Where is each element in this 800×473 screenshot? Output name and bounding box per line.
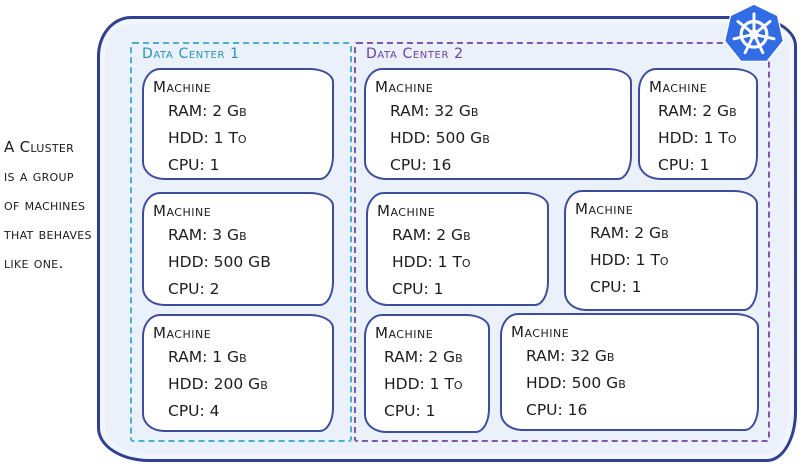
machine-title: Machine bbox=[375, 324, 434, 342]
machine-ram: RAM: 1 Gb bbox=[168, 348, 247, 366]
machine-card: Machine RAM: 2 Gb HDD: 1 To CPU: 1 bbox=[564, 190, 758, 311]
machine-hdd: HDD: 1 To bbox=[392, 253, 471, 271]
machine-hdd: HDD: 500 GB bbox=[168, 253, 271, 271]
machine-title: Machine bbox=[377, 202, 436, 220]
data-center-2-frame: Data Center 2 bbox=[354, 42, 770, 442]
machine-card: Machine RAM: 2 Gb HDD: 1 To CPU: 1 bbox=[366, 192, 549, 306]
machine-title: Machine bbox=[153, 78, 212, 96]
description-line: like one. bbox=[4, 254, 64, 272]
machine-card: Machine RAM: 32 Gb HDD: 500 Gb CPU: 16 bbox=[364, 68, 632, 180]
machine-ram: RAM: 32 Gb bbox=[526, 347, 615, 365]
machine-cpu: CPU: 16 bbox=[526, 401, 588, 419]
machine-hdd: HDD: 1 To bbox=[590, 251, 669, 269]
machine-title: Machine bbox=[511, 323, 570, 341]
machine-hdd: HDD: 1 To bbox=[384, 375, 463, 393]
machine-cpu: CPU: 1 bbox=[384, 402, 436, 420]
machine-ram: RAM: 3 Gb bbox=[168, 226, 247, 244]
machine-ram: RAM: 32 Gb bbox=[390, 102, 479, 120]
machine-cpu: CPU: 1 bbox=[658, 156, 710, 174]
machine-title: Machine bbox=[153, 324, 212, 342]
machine-ram: RAM: 2 Gb bbox=[590, 224, 669, 242]
machine-cpu: CPU: 16 bbox=[390, 156, 452, 174]
description-line: A Cluster bbox=[4, 138, 75, 156]
data-center-1-label: Data Center 1 bbox=[142, 46, 240, 62]
machine-hdd: HDD: 500 Gb bbox=[390, 129, 490, 147]
machine-hdd: HDD: 1 To bbox=[658, 129, 737, 147]
machine-ram: RAM: 2 Gb bbox=[658, 102, 737, 120]
machine-card: Machine RAM: 2 Gb HDD: 1 To CPU: 1 bbox=[364, 314, 490, 433]
machine-hdd: HDD: 500 Gb bbox=[526, 374, 626, 392]
machine-cpu: CPU: 1 bbox=[392, 280, 444, 298]
description-line: is a group bbox=[4, 167, 74, 185]
machine-title: Machine bbox=[375, 78, 434, 96]
machine-ram: RAM: 2 Gb bbox=[384, 348, 463, 366]
data-center-2-label: Data Center 2 bbox=[366, 46, 464, 62]
machine-title: Machine bbox=[649, 78, 708, 96]
machine-title: Machine bbox=[153, 202, 212, 220]
machine-cpu: CPU: 2 bbox=[168, 280, 220, 298]
machine-cpu: CPU: 4 bbox=[168, 402, 220, 420]
description-line: that behaves bbox=[4, 225, 92, 243]
machine-card: Machine RAM: 2 Gb HDD: 1 To CPU: 1 bbox=[142, 68, 334, 180]
machine-card: Machine RAM: 3 Gb HDD: 500 GB CPU: 2 bbox=[142, 192, 334, 306]
machine-title: Machine bbox=[575, 200, 634, 218]
kubernetes-helm-icon bbox=[723, 3, 785, 62]
machine-cpu: CPU: 1 bbox=[168, 156, 220, 174]
machine-hdd: HDD: 200 Gb bbox=[168, 375, 268, 393]
data-center-1-frame: Data Center 1 bbox=[130, 42, 352, 442]
machine-hdd: HDD: 1 To bbox=[168, 129, 247, 147]
machine-card: Machine RAM: 1 Gb HDD: 200 Gb CPU: 4 bbox=[142, 314, 334, 432]
machine-card: Machine RAM: 2 Gb HDD: 1 To CPU: 1 bbox=[638, 68, 758, 180]
machine-cpu: CPU: 1 bbox=[590, 278, 642, 296]
machine-card: Machine RAM: 32 Gb HDD: 500 Gb CPU: 16 bbox=[500, 313, 759, 431]
description-line: of machines bbox=[4, 196, 86, 214]
machine-ram: RAM: 2 Gb bbox=[168, 102, 247, 120]
machine-ram: RAM: 2 Gb bbox=[392, 226, 471, 244]
cluster-description: A Cluster is a group of machines that be… bbox=[4, 133, 116, 278]
